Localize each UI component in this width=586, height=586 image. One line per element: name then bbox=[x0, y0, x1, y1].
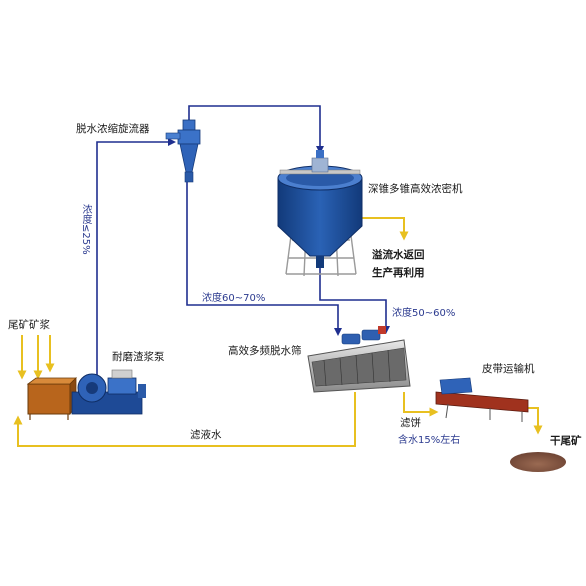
concentration-cyclone-label: 浓度60~70% bbox=[202, 293, 266, 304]
flow-cyclone-to-screen bbox=[186, 178, 342, 336]
overflow-return-label: 溢流水返回 bbox=[372, 249, 425, 261]
concentration-thickener-label: 浓度50~60% bbox=[392, 308, 456, 319]
slurry-pump-equipment bbox=[71, 369, 146, 415]
dewatering-screen-label: 高效多频脱水筛 bbox=[228, 345, 302, 357]
cyclone-equipment bbox=[165, 119, 201, 183]
thickener-label: 深锥多锥高效浓密机 bbox=[368, 183, 463, 195]
dry-tailings-label: 干尾矿 bbox=[550, 435, 582, 447]
slurry-pump-label: 耐磨渣浆泵 bbox=[112, 351, 165, 363]
belt-conveyor-label: 皮带运输机 bbox=[482, 363, 535, 375]
flow-thickener-to-screen bbox=[319, 268, 390, 334]
dry-tailings-pile bbox=[510, 452, 566, 472]
flow-cyclone-to-thickener bbox=[188, 105, 324, 154]
thickener-equipment bbox=[277, 150, 363, 277]
tailings-slurry-label: 尾矿矿浆 bbox=[8, 319, 50, 331]
flow-overflow-return bbox=[350, 217, 409, 241]
flow-cake-to-belt bbox=[403, 392, 439, 417]
flow-belt-to-tailings bbox=[528, 407, 543, 435]
belt-conveyor-equipment bbox=[435, 377, 529, 422]
cake-moisture-label: 含水15%左右 bbox=[398, 435, 461, 446]
cyclone-label: 脱水浓缩旋流器 bbox=[76, 123, 150, 135]
flow-filtrate-return bbox=[13, 392, 356, 447]
overflow-reuse-label: 生产再利用 bbox=[372, 267, 425, 279]
slurry-tank-equipment bbox=[26, 377, 77, 420]
concentration-pump-label: 浓度≤25% bbox=[80, 204, 91, 255]
filter-cake-label: 滤饼 bbox=[400, 417, 421, 429]
dewatering-screen-equipment bbox=[307, 326, 411, 393]
flow-pump-to-cyclone bbox=[96, 138, 176, 378]
filtrate-water-label: 滤液水 bbox=[190, 429, 222, 441]
